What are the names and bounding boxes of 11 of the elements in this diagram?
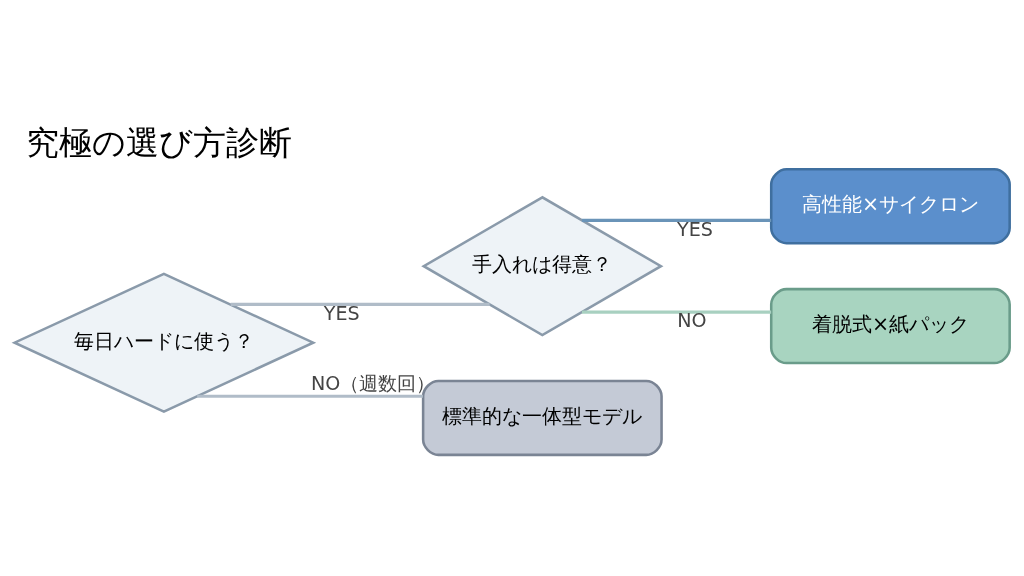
connector	[230, 302, 490, 306]
node-box: 着脱式×紙パック	[769, 287, 1011, 364]
edge-label: YES	[323, 301, 360, 325]
connector	[197, 394, 423, 398]
edge-label: YES	[677, 217, 713, 241]
edge-label: NO	[677, 308, 707, 332]
connector	[581, 218, 772, 222]
node-box: 高性能×サイクロン	[769, 167, 1011, 244]
node-diamond: 手入れは得意？	[421, 195, 664, 336]
diagram-title: 究極の選び方診断	[26, 122, 293, 162]
connector	[581, 310, 772, 314]
